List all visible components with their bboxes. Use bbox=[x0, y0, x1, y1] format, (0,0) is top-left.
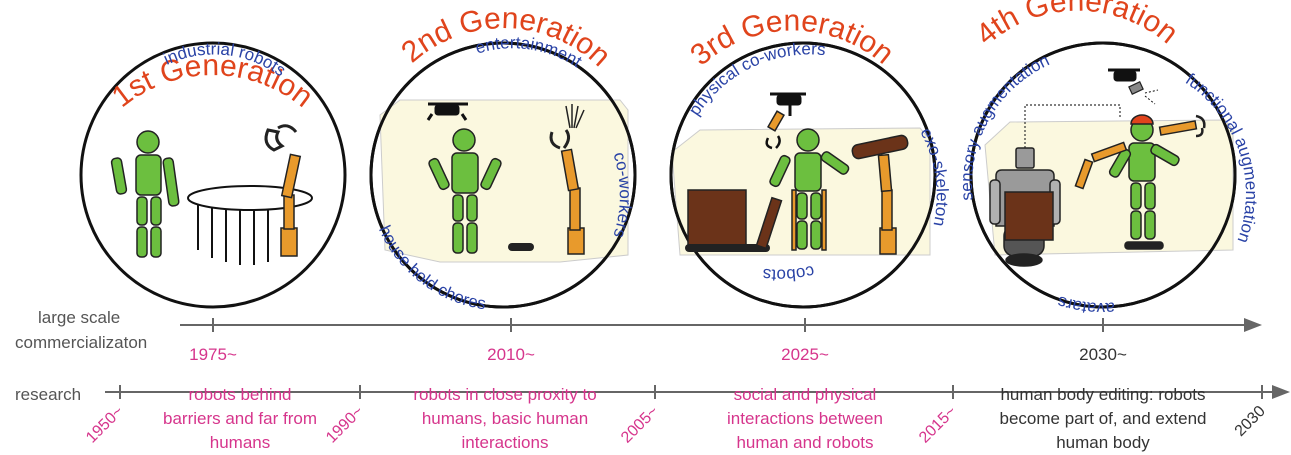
plank-illustration bbox=[755, 196, 783, 250]
avatar-robot-illustration bbox=[989, 147, 1061, 267]
robot-vacuum-illustration bbox=[508, 243, 534, 251]
cobot-arm-illustration bbox=[877, 153, 897, 255]
generation-2: 2nd Generation entertainment co-workers … bbox=[369, 2, 637, 313]
svg-text:robots behind: robots behind bbox=[188, 385, 291, 404]
svg-text:robots in close proxity to: robots in close proxity to bbox=[413, 385, 596, 404]
research-tick-1: 1950~ bbox=[83, 403, 127, 447]
commercialization-year-3: 2025~ bbox=[781, 345, 829, 364]
research-description-4: human body editing: robots become part o… bbox=[1000, 385, 1207, 452]
svg-text:human body: human body bbox=[1056, 433, 1150, 452]
box-illustration bbox=[687, 189, 747, 246]
fence-illustration bbox=[187, 185, 313, 265]
svg-text:barriers and far from: barriers and far from bbox=[163, 409, 317, 428]
svg-text:social and physical: social and physical bbox=[734, 385, 877, 404]
svg-text:interactions: interactions bbox=[462, 433, 549, 452]
augmented-human-illustration bbox=[1108, 114, 1180, 250]
research-tick-2: 1990~ bbox=[323, 403, 367, 447]
industrial-arm-illustration bbox=[264, 124, 302, 257]
commercialization-label-line1: large scale bbox=[38, 308, 120, 327]
room-wall bbox=[379, 99, 629, 263]
research-description-2: robots in close proxity to humans, basic… bbox=[413, 385, 596, 452]
svg-text:human and robots: human and robots bbox=[736, 433, 873, 452]
humanoid-robot-illustration bbox=[110, 130, 180, 258]
svg-text:become part of, and extend: become part of, and extend bbox=[1000, 409, 1207, 428]
svg-text:humans: humans bbox=[210, 433, 270, 452]
generation-4-title: 4th Generation bbox=[970, 0, 1184, 52]
generation-3-category-3: cobots bbox=[762, 262, 817, 285]
commercialization-year-2: 2010~ bbox=[487, 345, 535, 364]
log-illustration bbox=[851, 134, 909, 160]
cart-illustration bbox=[685, 244, 770, 252]
generation-3: 3rd Generation physical co-workers exo-s… bbox=[669, 5, 952, 309]
commercialization-year-1: 1975~ bbox=[189, 345, 237, 364]
research-description-3: social and physical interactions between… bbox=[727, 385, 883, 452]
research-tick-5: 2030 bbox=[1232, 403, 1269, 440]
svg-text:human body editing: robots: human body editing: robots bbox=[1000, 385, 1205, 404]
research-tick-4: 2015~ bbox=[916, 403, 960, 447]
supernumerary-arms-illustration bbox=[1074, 114, 1206, 190]
research-description-1: robots behind barriers and far from huma… bbox=[163, 385, 317, 452]
commercialization-arrowhead bbox=[1244, 318, 1262, 332]
humanoid-robot-illustration bbox=[428, 128, 502, 254]
commercialization-year-4: 2030~ bbox=[1079, 345, 1127, 364]
generation-1: 1st Generation industrial robots bbox=[79, 39, 347, 309]
teleoperation-link bbox=[1024, 104, 1121, 148]
svg-text:interactions between: interactions between bbox=[727, 409, 883, 428]
research-tick-3: 2005~ bbox=[618, 403, 662, 447]
drone-illustration bbox=[426, 102, 468, 121]
svg-text:humans, basic human: humans, basic human bbox=[422, 409, 588, 428]
drone-gripper-illustration bbox=[765, 92, 806, 150]
commercialization-label-line2: commercializaton bbox=[15, 333, 147, 352]
humanoid-exoskeleton-illustration bbox=[769, 128, 850, 251]
drone-camera-illustration bbox=[1108, 68, 1159, 105]
generation-4: 4th Generation sensory augmentation func… bbox=[957, 0, 1261, 318]
research-axis: research 1950~ 1990~ 2005~ 2015~ 2030 ro… bbox=[15, 385, 1290, 452]
research-label: research bbox=[15, 385, 81, 404]
commercialization-axis: large scale commercializaton 1975~ 2010~… bbox=[15, 308, 1262, 364]
research-arrowhead bbox=[1272, 385, 1290, 399]
arm-with-brush-illustration bbox=[549, 104, 585, 255]
